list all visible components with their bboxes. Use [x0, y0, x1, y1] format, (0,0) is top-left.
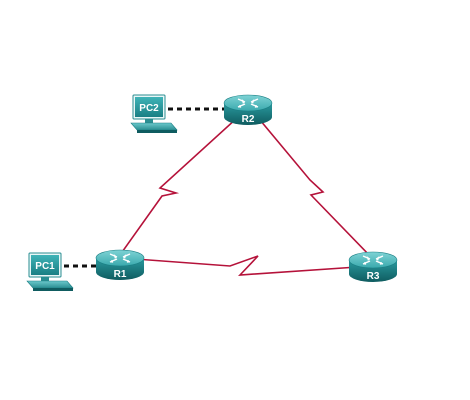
pc-pc2[interactable]: PC2	[130, 94, 178, 133]
router-label-r2: R2	[242, 114, 255, 125]
router-label-r3: R3	[367, 271, 380, 282]
router-top	[348, 251, 398, 269]
router-arrows-icon	[237, 98, 259, 108]
router-label-r1: R1	[114, 269, 127, 280]
serial-links	[119, 107, 373, 276]
router-r1[interactable]: R1	[95, 249, 145, 280]
pc-keyboard-icon	[26, 280, 74, 289]
pc-screen	[31, 255, 59, 275]
pc-pc1[interactable]: PC1	[26, 252, 74, 291]
router-arrows-icon	[362, 255, 384, 265]
serial-link-r2-r3	[249, 107, 373, 259]
pc-label-pc2: PC2	[139, 103, 159, 114]
router-arrows-icon	[109, 253, 131, 263]
ethernet-links	[64, 107, 226, 268]
router-top	[223, 94, 273, 112]
pc-keyboard-icon	[130, 122, 178, 131]
pc-screen	[135, 97, 163, 117]
pc-label-pc1: PC1	[35, 261, 55, 272]
serial-link-r1-r3	[121, 255, 373, 276]
pc-base	[137, 130, 177, 133]
pc-stand	[145, 119, 153, 123]
router-r3[interactable]: R3	[348, 251, 398, 282]
router-top	[95, 249, 145, 267]
router-r2[interactable]: R2	[223, 94, 273, 125]
serial-link-r1-r2	[119, 107, 249, 256]
pc-stand	[41, 277, 49, 281]
pc-base	[33, 288, 73, 291]
